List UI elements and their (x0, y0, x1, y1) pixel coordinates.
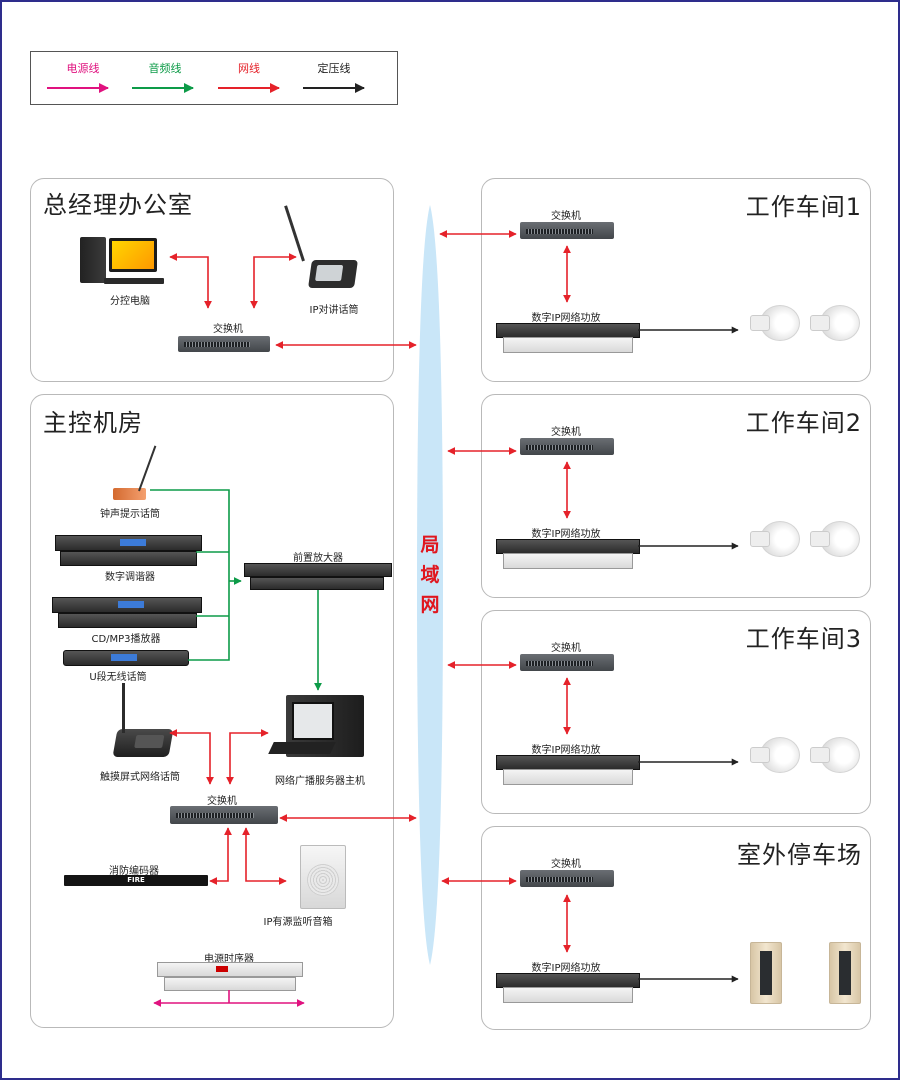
panel-title: 工作车间1 (745, 193, 862, 221)
wireless-mic-receiver-icon (63, 650, 189, 666)
pc-tower-icon (80, 237, 106, 283)
ws3-horn-speaker-icon (750, 737, 800, 781)
tuner-rear-icon (60, 551, 197, 566)
parking-amp-label: 数字IP网络功放 (531, 963, 601, 974)
ws1-horn-speaker-icon (810, 305, 860, 349)
fire-encoder-label: 消防编码器 (109, 866, 159, 877)
tuner-front-icon (55, 535, 202, 551)
parking-amp-rear-icon (503, 987, 633, 1003)
power-sequencer-front-icon (157, 962, 303, 977)
server-keyboard-icon (268, 742, 336, 754)
ws2-switch-label: 交换机 (551, 427, 581, 438)
legend-constant-voltage-line-label: 定压线 (317, 62, 351, 75)
lan-label: 局 域 网 (418, 530, 442, 620)
ws2-amp-front-icon (496, 539, 640, 554)
ws1-amp-front-icon (496, 323, 640, 338)
ip-intercom-mic-icon (308, 260, 358, 288)
lan-label-char: 网 (420, 594, 440, 616)
pc-monitor-icon (109, 238, 157, 272)
ws1-switch-label: 交换机 (551, 211, 581, 222)
parking-switch-icon (520, 870, 614, 887)
parking-column-speaker-icon (750, 942, 782, 1004)
ws3-switch-icon (520, 654, 614, 671)
monitor-speaker-icon (300, 845, 346, 909)
preamp-front-icon (244, 563, 392, 577)
touch-network-mic-icon (112, 729, 174, 757)
cd-player-rear-icon (58, 613, 197, 628)
cd-player-front-icon (52, 597, 202, 613)
ws3-horn-speaker-icon (810, 737, 860, 781)
server-label: 网络广播服务器主机 (275, 776, 365, 787)
ws1-amp-rear-icon (503, 337, 633, 353)
ws3-switch-label: 交换机 (551, 643, 581, 654)
legend-power-line-label: 电源线 (66, 62, 100, 75)
monitor-speaker-label: IP有源监听音箱 (263, 917, 333, 928)
parking-column-speaker-icon (829, 942, 861, 1004)
ip-mic-label: IP对讲话筒 (309, 305, 359, 316)
ws2-horn-speaker-icon (750, 521, 800, 565)
lan-backbone (417, 205, 443, 965)
control-switch-label: 交换机 (207, 796, 237, 807)
parking-amp-front-icon (496, 973, 640, 988)
power-sequencer-rear-icon (164, 977, 296, 991)
office-switch-icon (178, 336, 270, 352)
preamp-rear-icon (250, 577, 384, 590)
legend-network-line-label: 网线 (238, 62, 260, 75)
tuner-label: 数字调谐器 (105, 572, 155, 583)
ws2-horn-speaker-icon (810, 521, 860, 565)
pc-label: 分控电脑 (110, 296, 150, 307)
keyboard-icon (104, 278, 164, 284)
ws1-horn-speaker-icon (750, 305, 800, 349)
ws3-amp-label: 数字IP网络功放 (531, 745, 601, 756)
lan-label-char: 域 (420, 564, 440, 586)
power-sequencer-label: 电源时序器 (204, 954, 254, 965)
ws1-amp-label: 数字IP网络功放 (531, 313, 601, 324)
panel-title: 工作车间2 (745, 409, 862, 437)
preamp-label: 前置放大器 (293, 553, 343, 564)
lan-label-char: 局 (420, 534, 440, 556)
ws2-switch-icon (520, 438, 614, 455)
control-switch-icon (170, 806, 278, 824)
chime-mic-icon (113, 488, 146, 500)
mic-gooseneck-icon (122, 683, 125, 733)
parking-switch-label: 交换机 (551, 859, 581, 870)
ws3-amp-rear-icon (503, 769, 633, 785)
panel-title: 室外停车场 (737, 841, 862, 869)
cd-player-label: CD/MP3播放器 (91, 634, 161, 645)
legend-audio-line-label: 音频线 (148, 62, 182, 75)
chime-mic-label: 钟声提示话筒 (100, 509, 160, 520)
ws2-amp-rear-icon (503, 553, 633, 569)
ws1-switch-icon (520, 222, 614, 239)
panel-title: 总经理办公室 (43, 191, 193, 219)
fire-encoder-icon: FIRE (64, 875, 208, 886)
wireless-mic-label: U段无线话筒 (89, 672, 147, 683)
panel-title: 主控机房 (43, 409, 143, 437)
office-switch-label: 交换机 (213, 324, 243, 335)
ws3-amp-front-icon (496, 755, 640, 770)
legend: 电源线 音频线 网线 定压线 (30, 51, 398, 105)
panel-title: 工作车间3 (745, 625, 862, 653)
touch-mic-label: 触摸屏式网络话筒 (100, 772, 180, 783)
ws2-amp-label: 数字IP网络功放 (531, 529, 601, 540)
